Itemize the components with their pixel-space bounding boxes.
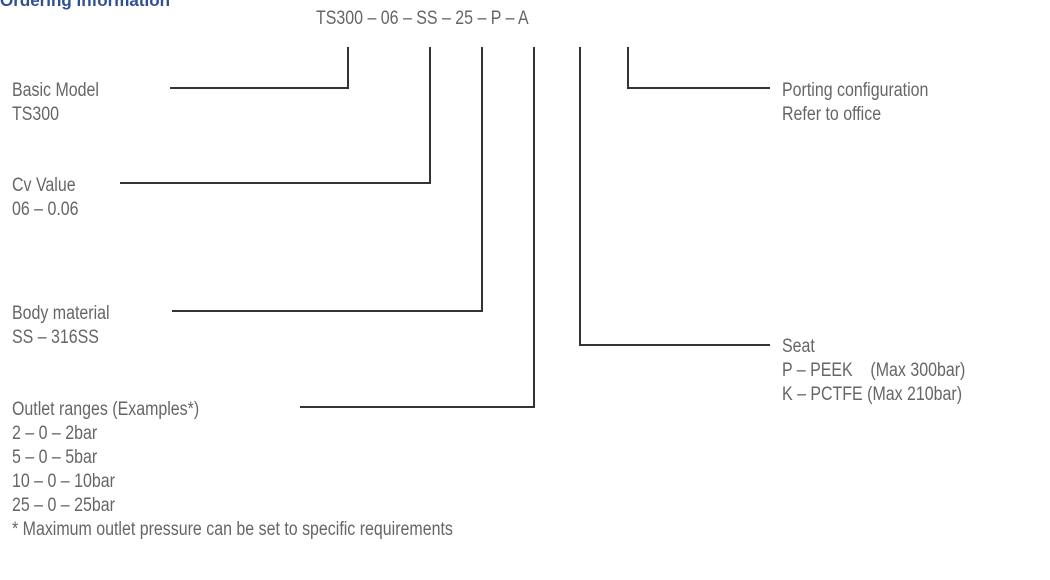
seat-title: Seat bbox=[782, 336, 815, 357]
body-material-option: SS – 316SS bbox=[12, 327, 99, 348]
outlet-range-option: 5 – 0 – 5bar bbox=[12, 447, 98, 468]
seat-option: K – PCTFE (Max 210bar) bbox=[782, 384, 963, 405]
seat-option: P – PEEK (Max 300bar) bbox=[782, 360, 966, 381]
outlet-range-option: 25 – 0 – 25bar bbox=[12, 495, 115, 516]
basic-model-value: TS300 bbox=[12, 104, 60, 125]
outlet-ranges-title: Outlet ranges (Examples*) bbox=[12, 399, 200, 420]
cv-value-option: 06 – 0.06 bbox=[12, 199, 79, 220]
cv-value-title: Cv Value bbox=[12, 175, 76, 196]
body-material-title: Body material bbox=[12, 303, 110, 324]
porting-value: Refer to office bbox=[782, 104, 882, 125]
outlet-range-option: 2 – 0 – 2bar bbox=[12, 423, 98, 444]
model-code: TS300 – 06 – SS – 25 – P – A bbox=[316, 8, 529, 29]
section-header: Ordering information bbox=[0, 0, 170, 10]
outlet-range-option: 10 – 0 – 10bar bbox=[12, 471, 115, 492]
footnote: * Maximum outlet pressure can be set to … bbox=[12, 519, 453, 540]
basic-model-title: Basic Model bbox=[12, 80, 99, 101]
porting-title: Porting configuration bbox=[782, 80, 929, 101]
